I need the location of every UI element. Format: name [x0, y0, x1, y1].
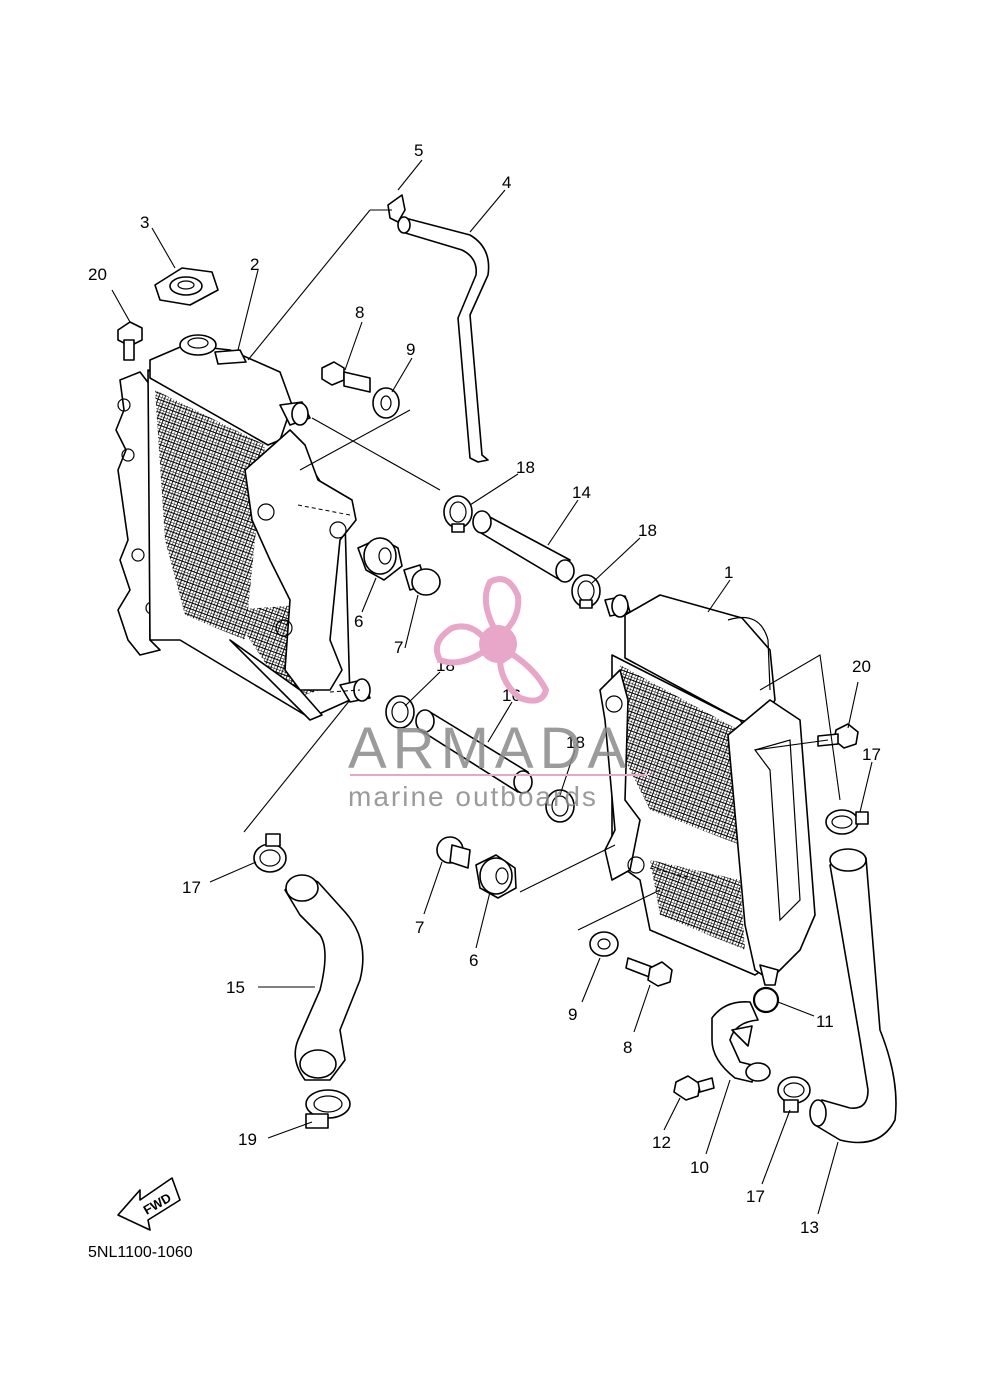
- propeller-icon: [434, 576, 549, 704]
- collar-7-lower: [436, 836, 471, 869]
- bolt-8-upper: [321, 361, 371, 393]
- callout-17-left: 17: [182, 878, 201, 897]
- callout-10: 10: [690, 1158, 709, 1177]
- leader-lines: [111, 159, 873, 1215]
- coolant-hose-13: [809, 848, 897, 1144]
- hose-clamp-18d: [545, 789, 575, 823]
- o-ring-11: [752, 986, 780, 1014]
- callout-12: 12: [652, 1133, 671, 1152]
- watermark-brand: ARMADA: [348, 716, 632, 781]
- callout-3: 3: [140, 213, 149, 232]
- callout-17-right: 17: [862, 745, 881, 764]
- hose-clamp-17-right: [825, 809, 869, 835]
- joint-pipe-10: [711, 1001, 771, 1083]
- watermark-underline: [350, 774, 648, 776]
- watermark-tagline: marine outboards: [348, 781, 598, 812]
- callout-20-left: 20: [88, 265, 107, 284]
- fwd-arrow: FWD: [117, 1177, 181, 1231]
- hose-clamp-17-lower-right: [777, 1076, 811, 1113]
- bolt-20-left: [117, 321, 143, 361]
- coolant-hose-15: [284, 874, 364, 1081]
- bolt-20-right: [817, 723, 859, 749]
- breather-hose: [397, 216, 490, 463]
- hose-clamp-18a: [443, 495, 473, 533]
- callout-9-lower: 9: [568, 1005, 577, 1024]
- radiator-cap: [154, 267, 219, 306]
- callout-11: 11: [816, 1012, 834, 1031]
- washer-9-lower: [589, 931, 619, 957]
- callout-6-lower: 6: [469, 951, 478, 970]
- callout-8-lower: 8: [623, 1038, 632, 1057]
- washer-9-upper: [372, 387, 400, 419]
- callout-18-upper-left: 18: [516, 458, 535, 477]
- callout-4: 4: [502, 173, 511, 192]
- hose-clamp-19: [305, 1089, 351, 1129]
- callout-1: 1: [724, 563, 733, 582]
- callout-13: 13: [800, 1218, 819, 1237]
- callout-17-lower-right: 17: [746, 1187, 765, 1206]
- hose-clip-5: [387, 194, 406, 223]
- grommet-6-upper: [357, 537, 403, 581]
- collar-7-upper: [403, 564, 441, 596]
- callout-18-upper-right: 18: [638, 521, 657, 540]
- callout-7-upper: 7: [394, 638, 403, 657]
- callout-7-lower: 7: [415, 918, 424, 937]
- grommet-6-lower: [475, 854, 517, 899]
- part-code: 5NL1100-1060: [88, 1244, 193, 1261]
- callout-20-right: 20: [852, 657, 871, 676]
- callout-6-upper: 6: [354, 612, 363, 631]
- callout-18-lower-right: 18: [566, 733, 585, 752]
- callout-8-upper: 8: [355, 303, 364, 322]
- callout-2: 2: [250, 255, 259, 274]
- callout-15: 15: [226, 978, 245, 997]
- callout-14: 14: [572, 483, 591, 502]
- upper-hose-14: [472, 510, 575, 583]
- lower-hose-16: [415, 709, 533, 794]
- callout-5: 5: [414, 141, 423, 160]
- watermark: ARMADA marine outboards: [348, 576, 648, 812]
- hose-clamp-18b: [571, 574, 601, 609]
- callout-19: 19: [238, 1130, 257, 1149]
- bolt-8-lower: [625, 957, 673, 987]
- hose-clamp-17-left: [253, 833, 287, 873]
- callout-9-upper: 9: [406, 340, 415, 359]
- left-radiator: [115, 334, 371, 721]
- right-radiator: [599, 594, 816, 986]
- bolt-12: [673, 1075, 715, 1101]
